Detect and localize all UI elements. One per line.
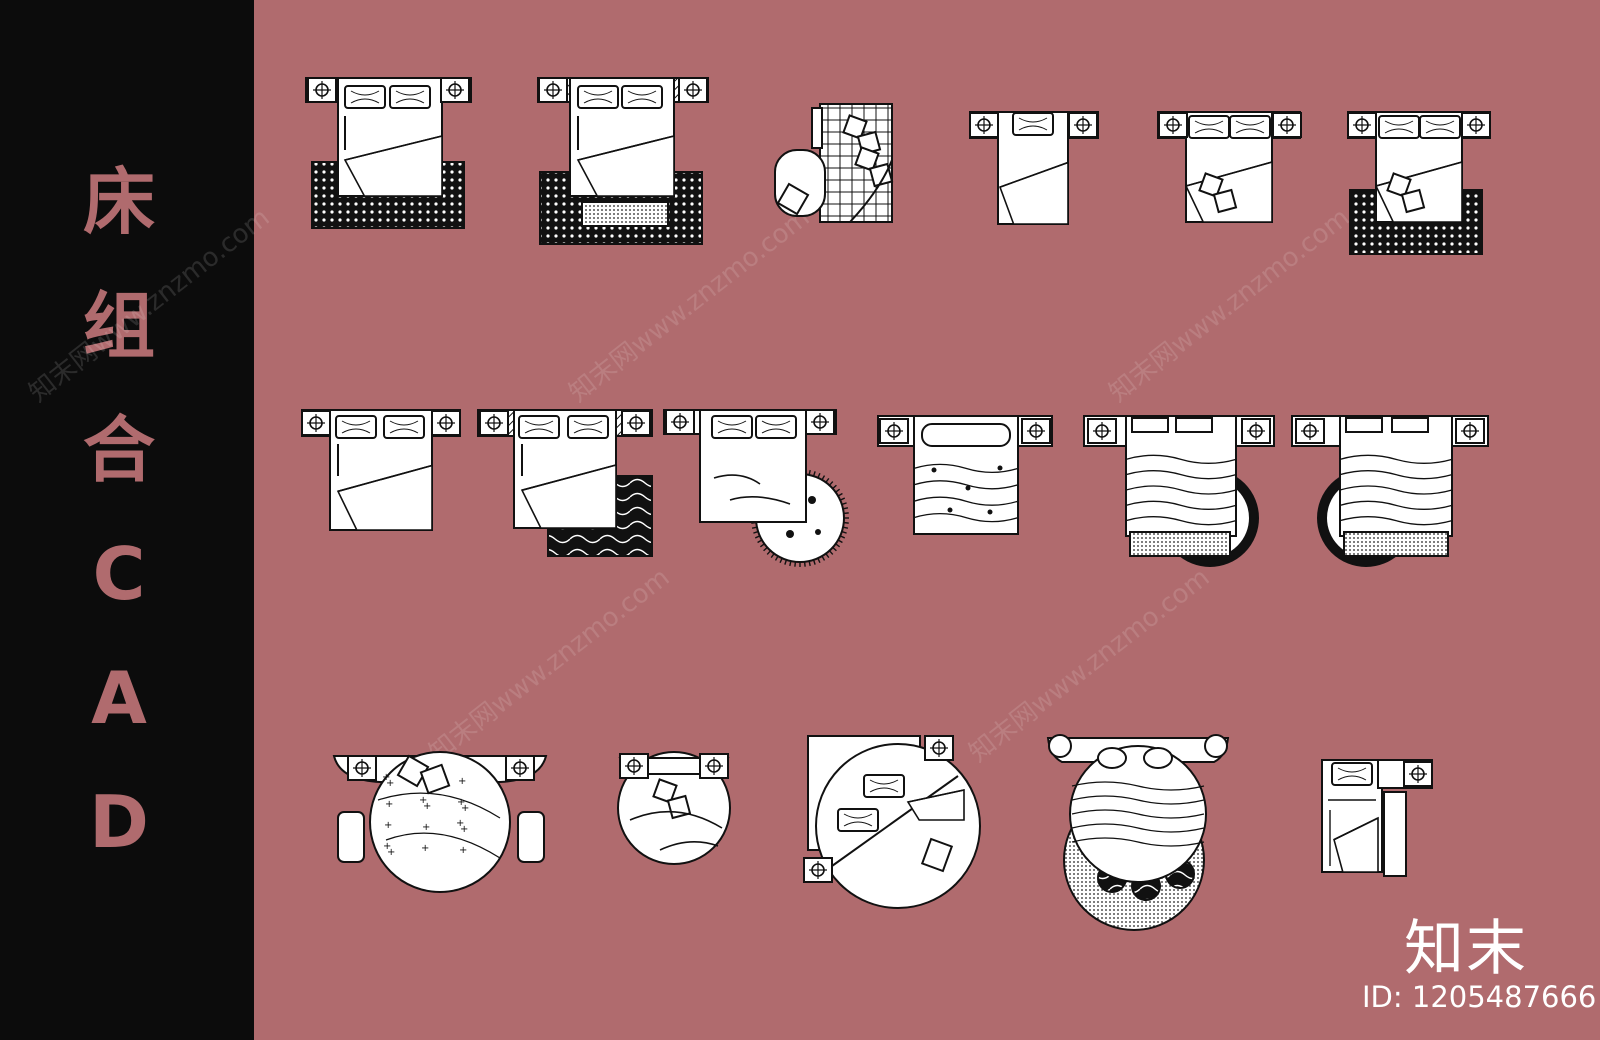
title-char-5: A bbox=[91, 656, 147, 740]
title-char-4: C bbox=[92, 532, 146, 616]
svg-text:+: + bbox=[459, 845, 467, 856]
title-char-2: 组 bbox=[82, 284, 155, 368]
bed-double-round-rug-symbol bbox=[663, 409, 849, 567]
bed-double-rug-mat-symbol bbox=[537, 77, 709, 245]
title-char-1: 床 bbox=[82, 160, 155, 244]
svg-text:+: + bbox=[387, 847, 395, 858]
bed-king-round-rug-symbol bbox=[1083, 415, 1275, 567]
brand-logo: 知末 bbox=[1404, 914, 1528, 984]
svg-text:+: + bbox=[457, 797, 465, 808]
bed-round-tufted-symbol: ++++++++++++++++++ bbox=[332, 751, 548, 893]
title-char-3: 合 bbox=[82, 408, 155, 492]
bed-double-dotted-quilt-symbol bbox=[877, 415, 1053, 535]
title-char-6: D bbox=[89, 780, 149, 864]
asset-id: ID: 1205487666 bbox=[1362, 980, 1597, 1014]
bed-single-quilted-chair-symbol bbox=[774, 103, 894, 223]
svg-text:+: + bbox=[383, 841, 391, 852]
bed-double-nightstands-rug-symbol bbox=[305, 77, 472, 229]
bed-single-nightstands-symbol bbox=[969, 111, 1099, 225]
bed-double-patterned-rug-symbol bbox=[477, 409, 653, 557]
svg-text:+: + bbox=[458, 776, 466, 787]
bed-king-round-rug-mirror-symbol bbox=[1291, 415, 1489, 567]
bed-double-plain-symbol bbox=[301, 409, 461, 531]
bed-round-small-symbol bbox=[617, 751, 731, 865]
svg-text:+: + bbox=[456, 818, 464, 829]
svg-text:+: + bbox=[384, 820, 392, 831]
bed-double-rug-toys-symbol bbox=[1347, 111, 1491, 255]
bed-symbols: ++++++++++++++++++ bbox=[301, 77, 1491, 931]
svg-text:+: + bbox=[386, 778, 394, 789]
bed-round-ottomans-symbol bbox=[1046, 734, 1230, 931]
svg-text:+: + bbox=[460, 824, 468, 835]
svg-text:+: + bbox=[419, 795, 427, 806]
svg-text:+: + bbox=[382, 772, 390, 783]
bed-single-desk-symbol bbox=[1321, 759, 1433, 877]
svg-text:+: + bbox=[385, 799, 393, 810]
svg-text:+: + bbox=[423, 801, 431, 812]
svg-text:+: + bbox=[461, 803, 469, 814]
svg-text:+: + bbox=[422, 822, 430, 833]
svg-text:+: + bbox=[421, 843, 429, 854]
sidebar-title: 床 组 合 C A D bbox=[0, 140, 238, 884]
bed-round-square-base-symbol bbox=[803, 735, 981, 909]
bed-double-pillows-toys-symbol bbox=[1157, 111, 1302, 223]
sidebar: 床 组 合 C A D bbox=[0, 0, 254, 1040]
